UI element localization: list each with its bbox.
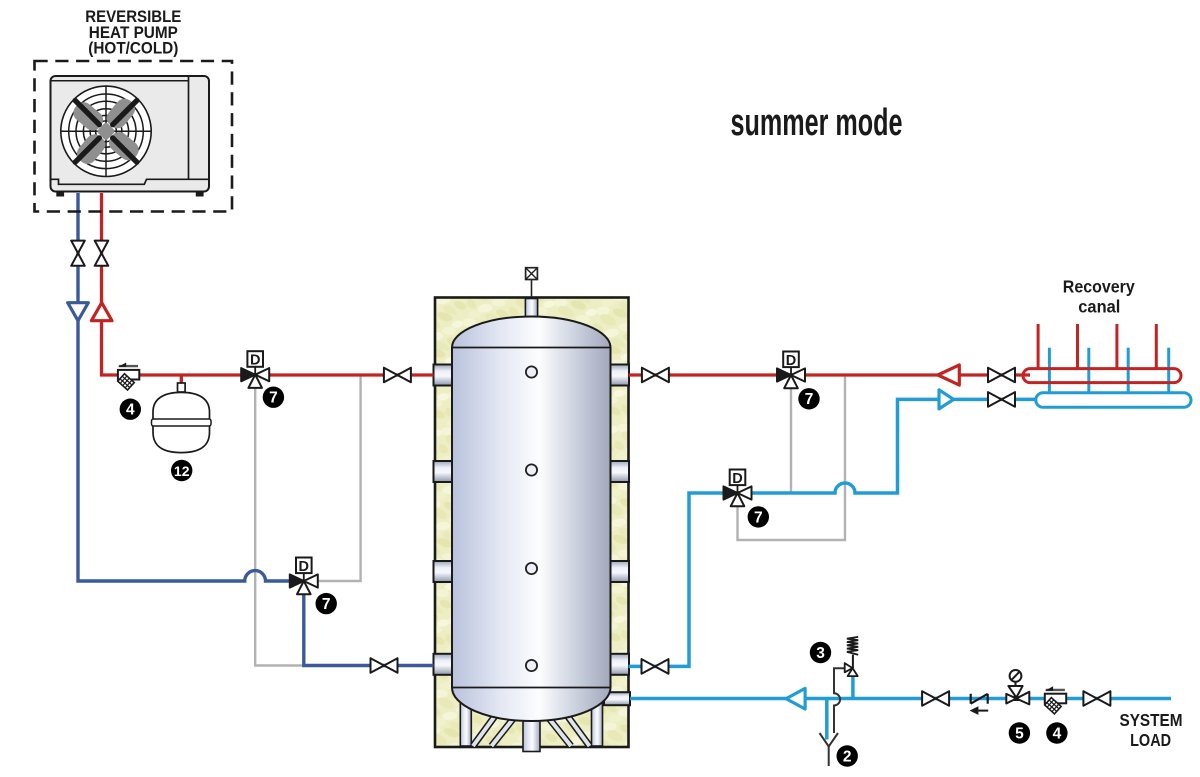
svg-text:(HOT/COLD): (HOT/COLD)	[88, 40, 178, 58]
svg-text:7: 7	[805, 391, 814, 408]
svg-text:Recovery: Recovery	[1063, 277, 1135, 297]
svg-text:D: D	[299, 559, 309, 575]
svg-text:HEAT PUMP: HEAT PUMP	[89, 24, 178, 42]
svg-text:5: 5	[1015, 725, 1024, 742]
svg-text:3: 3	[816, 645, 825, 662]
svg-text:summer mode: summer mode	[731, 102, 903, 144]
svg-text:REVERSIBLE: REVERSIBLE	[85, 8, 181, 26]
svg-text:7: 7	[269, 390, 278, 407]
svg-text:12: 12	[174, 463, 190, 479]
svg-text:D: D	[732, 471, 742, 487]
svg-text:7: 7	[322, 596, 331, 613]
svg-text:4: 4	[1053, 725, 1062, 742]
svg-text:4: 4	[126, 402, 135, 419]
svg-text:D: D	[250, 353, 260, 369]
svg-text:D: D	[786, 353, 796, 369]
svg-text:2: 2	[843, 748, 852, 765]
svg-text:7: 7	[754, 509, 763, 526]
svg-text:canal: canal	[1078, 297, 1120, 317]
svg-text:LOAD: LOAD	[1130, 730, 1171, 750]
svg-text:SYSTEM: SYSTEM	[1120, 710, 1183, 730]
